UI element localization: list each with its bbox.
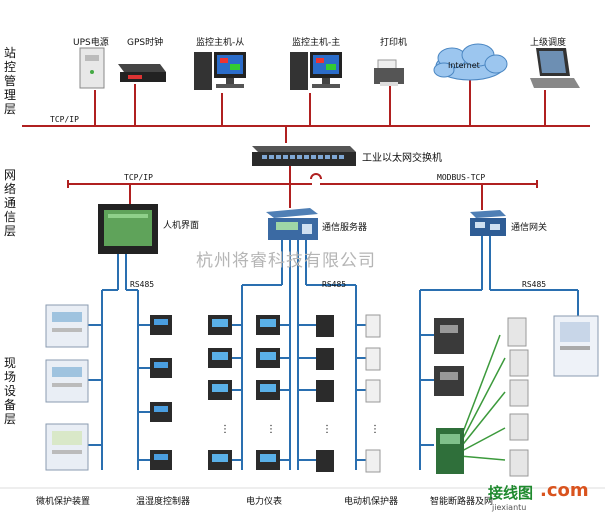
hmi-icon bbox=[98, 204, 158, 254]
modbus-tcp-label: MODBUS-TCP bbox=[437, 173, 486, 182]
gps-label: GPS时钟 bbox=[127, 38, 164, 48]
micro-protection-device bbox=[45, 359, 89, 403]
layer-title-network: 网络通信层 bbox=[3, 168, 16, 238]
hmi-label: 人机界面 bbox=[163, 221, 200, 231]
printer-label: 打印机 bbox=[380, 38, 408, 48]
switchgear-cabinet bbox=[553, 315, 599, 377]
internet-label: Internet bbox=[448, 61, 480, 70]
logo-cn: 接线图 bbox=[488, 484, 534, 502]
layer-title-field: 现场设备层 bbox=[3, 356, 16, 426]
temp-humidity-label: 温湿度控制器 bbox=[136, 497, 191, 507]
top-bus bbox=[22, 80, 590, 143]
monitor-slave-label: 监控主机-从 bbox=[196, 38, 245, 48]
rs485-label-3: RS485 bbox=[522, 280, 547, 289]
smart-breaker-label: 智能断路器及网 bbox=[430, 497, 494, 507]
micro-protection-label: 微机保护装置 bbox=[36, 497, 91, 507]
ups-icon bbox=[79, 47, 105, 89]
rs485-label-2: RS485 bbox=[322, 280, 347, 289]
power-meter bbox=[208, 315, 280, 470]
motor-protector-label: 电动机保护器 bbox=[344, 497, 399, 507]
tcp-ip-top-label: TCP/IP bbox=[50, 115, 79, 124]
monitor-master-label: 监控主机-主 bbox=[292, 38, 341, 48]
temp-humidity-controller bbox=[150, 315, 172, 470]
breaker-module bbox=[507, 317, 529, 477]
power-meter-label: 电力仪表 bbox=[246, 497, 283, 507]
printer-icon bbox=[374, 59, 404, 86]
rs485-label-1: RS485 bbox=[130, 280, 155, 289]
site-logo: 接线图 .com jiexiantu bbox=[488, 480, 604, 516]
internet-cloud-icon bbox=[433, 43, 508, 81]
rs485-lines bbox=[88, 236, 579, 470]
middle-bus bbox=[67, 166, 538, 210]
svg-text:⋮: ⋮ bbox=[370, 424, 380, 435]
svg-text:⋮: ⋮ bbox=[266, 424, 276, 435]
ups-label: UPS电源 bbox=[73, 38, 109, 48]
tcp-ip-mid-label: TCP/IP bbox=[124, 173, 153, 182]
monitor-slave-icon bbox=[194, 52, 246, 90]
comm-server-label: 通信服务器 bbox=[322, 223, 368, 233]
laptop-icon bbox=[530, 48, 580, 88]
comm-gateway-icon bbox=[470, 210, 506, 236]
layer-title-station: 站控管理层 bbox=[3, 46, 16, 116]
monitor-master-icon bbox=[290, 52, 342, 90]
svg-text:⋮: ⋮ bbox=[220, 424, 230, 435]
ethernet-switch-icon bbox=[252, 146, 356, 166]
comm-server-icon bbox=[266, 208, 318, 240]
svg-text:⋮: ⋮ bbox=[322, 424, 332, 435]
logo-url: jiexiantu bbox=[492, 503, 527, 512]
smart-breaker bbox=[434, 318, 464, 474]
company-watermark: 杭州将睿科技有限公司 bbox=[196, 251, 376, 271]
micro-protection-device bbox=[45, 304, 89, 348]
breaker-links bbox=[459, 334, 506, 461]
upper-dispatch-label: 上级调度 bbox=[530, 38, 567, 48]
micro-protection-device bbox=[45, 423, 89, 471]
comm-gateway-label: 通信网关 bbox=[511, 223, 548, 233]
switch-label: 工业以太网交换机 bbox=[362, 153, 442, 164]
gps-clock-icon bbox=[118, 64, 166, 82]
logo-com: .com bbox=[540, 480, 589, 501]
motor-protector bbox=[316, 314, 381, 473]
